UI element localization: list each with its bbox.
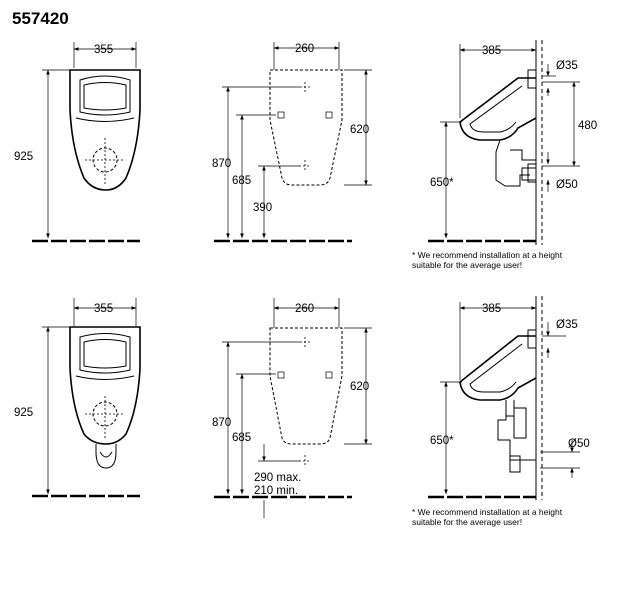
front-height-label-2: 925	[14, 407, 33, 419]
side-d35-label-1: Ø35	[556, 60, 578, 72]
wall-min-label-2: 210 min.	[254, 485, 298, 497]
wall-view-2: 260 620 870 685 290 max. 210 min.	[212, 298, 372, 518]
model-number: 557420	[12, 9, 69, 28]
wall-h870-label-2: 870	[212, 417, 231, 429]
wall-h685-label-1: 685	[232, 175, 251, 187]
side-h650-label-1: 650*	[430, 177, 454, 189]
front-width-label-1: 355	[94, 44, 113, 56]
wall-h390-label-1: 390	[253, 202, 272, 214]
front-view-2: 355 925	[14, 298, 141, 498]
side-note2-2: suitable for the average user!	[412, 517, 522, 527]
side-view-1: 385 Ø35 480 Ø50 650* * We recommend inst…	[412, 40, 597, 270]
side-d50-label-2: Ø50	[568, 438, 590, 450]
wall-width-label-1: 260	[295, 43, 314, 55]
side-note2-1: suitable for the average user!	[412, 260, 522, 270]
front-width-label-2: 355	[94, 303, 113, 315]
front-height-label-1: 925	[14, 151, 33, 163]
wall-h620-label-2: 620	[350, 381, 369, 393]
side-d50-label-1: Ø50	[556, 179, 578, 191]
wall-h870-label-1: 870	[212, 158, 231, 170]
side-d35-label-2: Ø35	[556, 319, 578, 331]
side-view-2: 385 Ø35 Ø50 650* * We recommend installa…	[412, 296, 590, 527]
wall-h685-label-2: 685	[232, 432, 251, 444]
side-note1-2: * We recommend installation at a height	[412, 507, 563, 517]
wall-width-label-2: 260	[295, 303, 314, 315]
side-h480-label-1: 480	[578, 120, 597, 132]
side-depth-label-1: 385	[482, 45, 501, 57]
wall-h620-label-1: 620	[350, 124, 369, 136]
wall-max-label-2: 290 max.	[254, 472, 301, 484]
side-note1-1: * We recommend installation at a height	[412, 250, 563, 260]
side-depth-label-2: 385	[482, 303, 501, 315]
wall-view-1: 260 620 870 685 390	[212, 42, 372, 243]
front-view-1: 355 925	[14, 42, 141, 243]
side-h650-label-2: 650*	[430, 435, 454, 447]
